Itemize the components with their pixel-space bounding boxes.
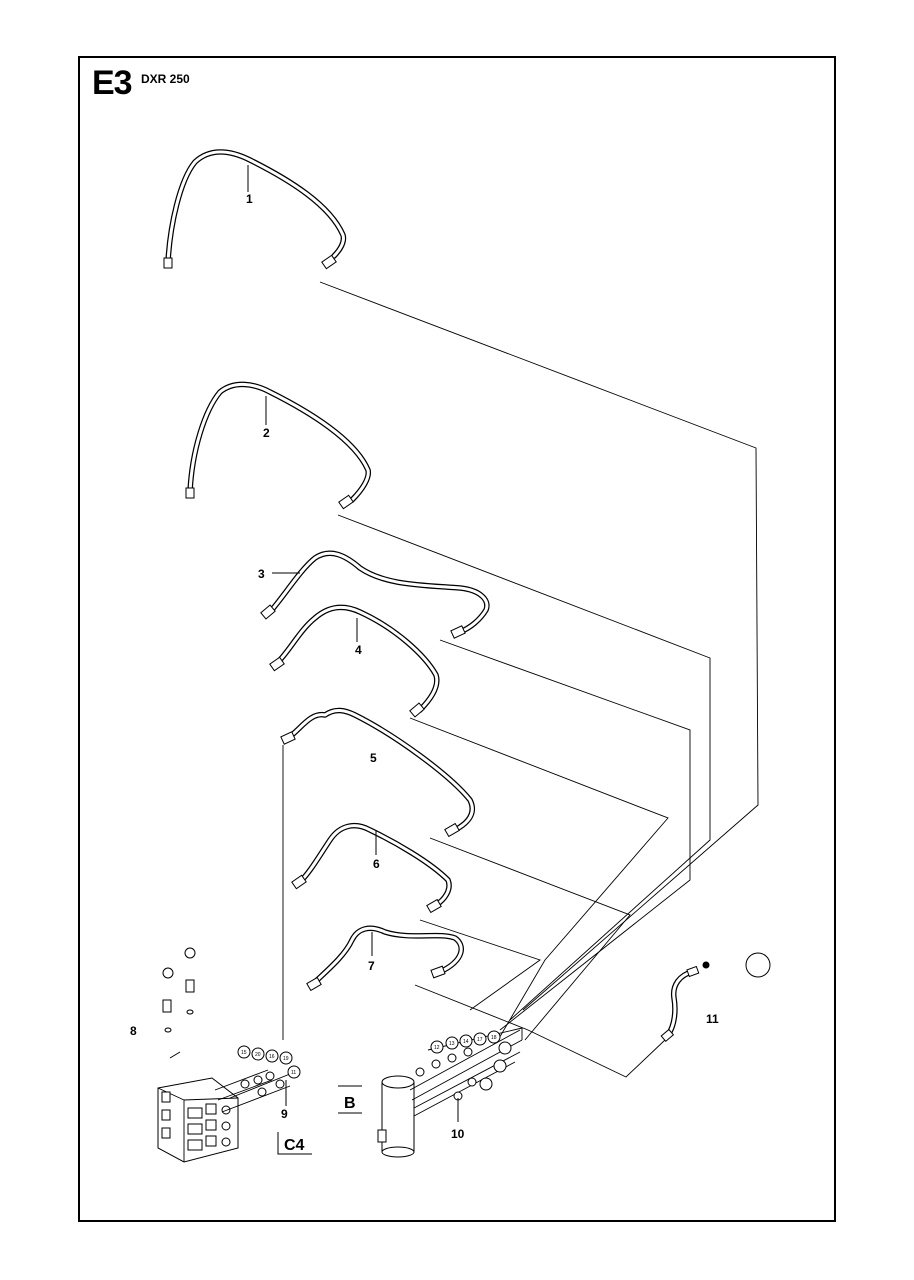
hose-1[interactable] [163,149,347,270]
reference-c4: C4 [284,1137,305,1154]
port-marker: 19 [283,1056,289,1062]
part-label-4: 4 [355,643,362,657]
part-label-7: 7 [368,959,375,973]
part-label-10: 10 [451,1127,465,1141]
valve-block[interactable] [157,1069,301,1163]
port-marker: 14 [463,1039,469,1045]
port-marker: 20 [255,1052,261,1058]
part-label-1: 1 [246,192,253,206]
port-marker: 12 [434,1045,440,1051]
hose-6[interactable] [291,822,452,914]
routing-lines [282,281,759,1078]
part-label-5: 5 [370,751,377,765]
hose-5[interactable] [280,707,476,838]
reference-b: B [344,1095,356,1112]
port-marker: 17 [477,1037,483,1043]
part-label-11: 11 [706,1012,719,1026]
part-label-3: 3 [258,567,265,581]
cylinder[interactable] [377,1027,523,1158]
diagram-frame [78,56,836,1222]
hose-7[interactable] [306,925,464,992]
model-name: DXR 250 [141,72,190,86]
port-marker: 15 [241,1050,247,1056]
port-marker: 11 [291,1070,296,1076]
port-marker: 13 [449,1041,455,1047]
hose-3[interactable] [260,550,490,639]
cylinder-port-markers: 12 13 14 17 18 [430,1030,512,1091]
hose-4[interactable] [269,604,440,718]
port-marker: 18 [491,1035,497,1041]
port-marker: 16 [269,1054,275,1060]
part-label-9: 9 [281,1107,288,1121]
hose-11[interactable] [660,952,771,1042]
page-code: E3 [92,64,133,102]
part-label-2: 2 [263,426,270,440]
hose-2[interactable] [185,381,372,510]
part-label-6: 6 [373,857,380,871]
loose-fittings[interactable] [162,947,196,1059]
part-label-8: 8 [130,1024,137,1038]
valve-port-markers: 15 20 16 19 11 [237,1045,301,1079]
